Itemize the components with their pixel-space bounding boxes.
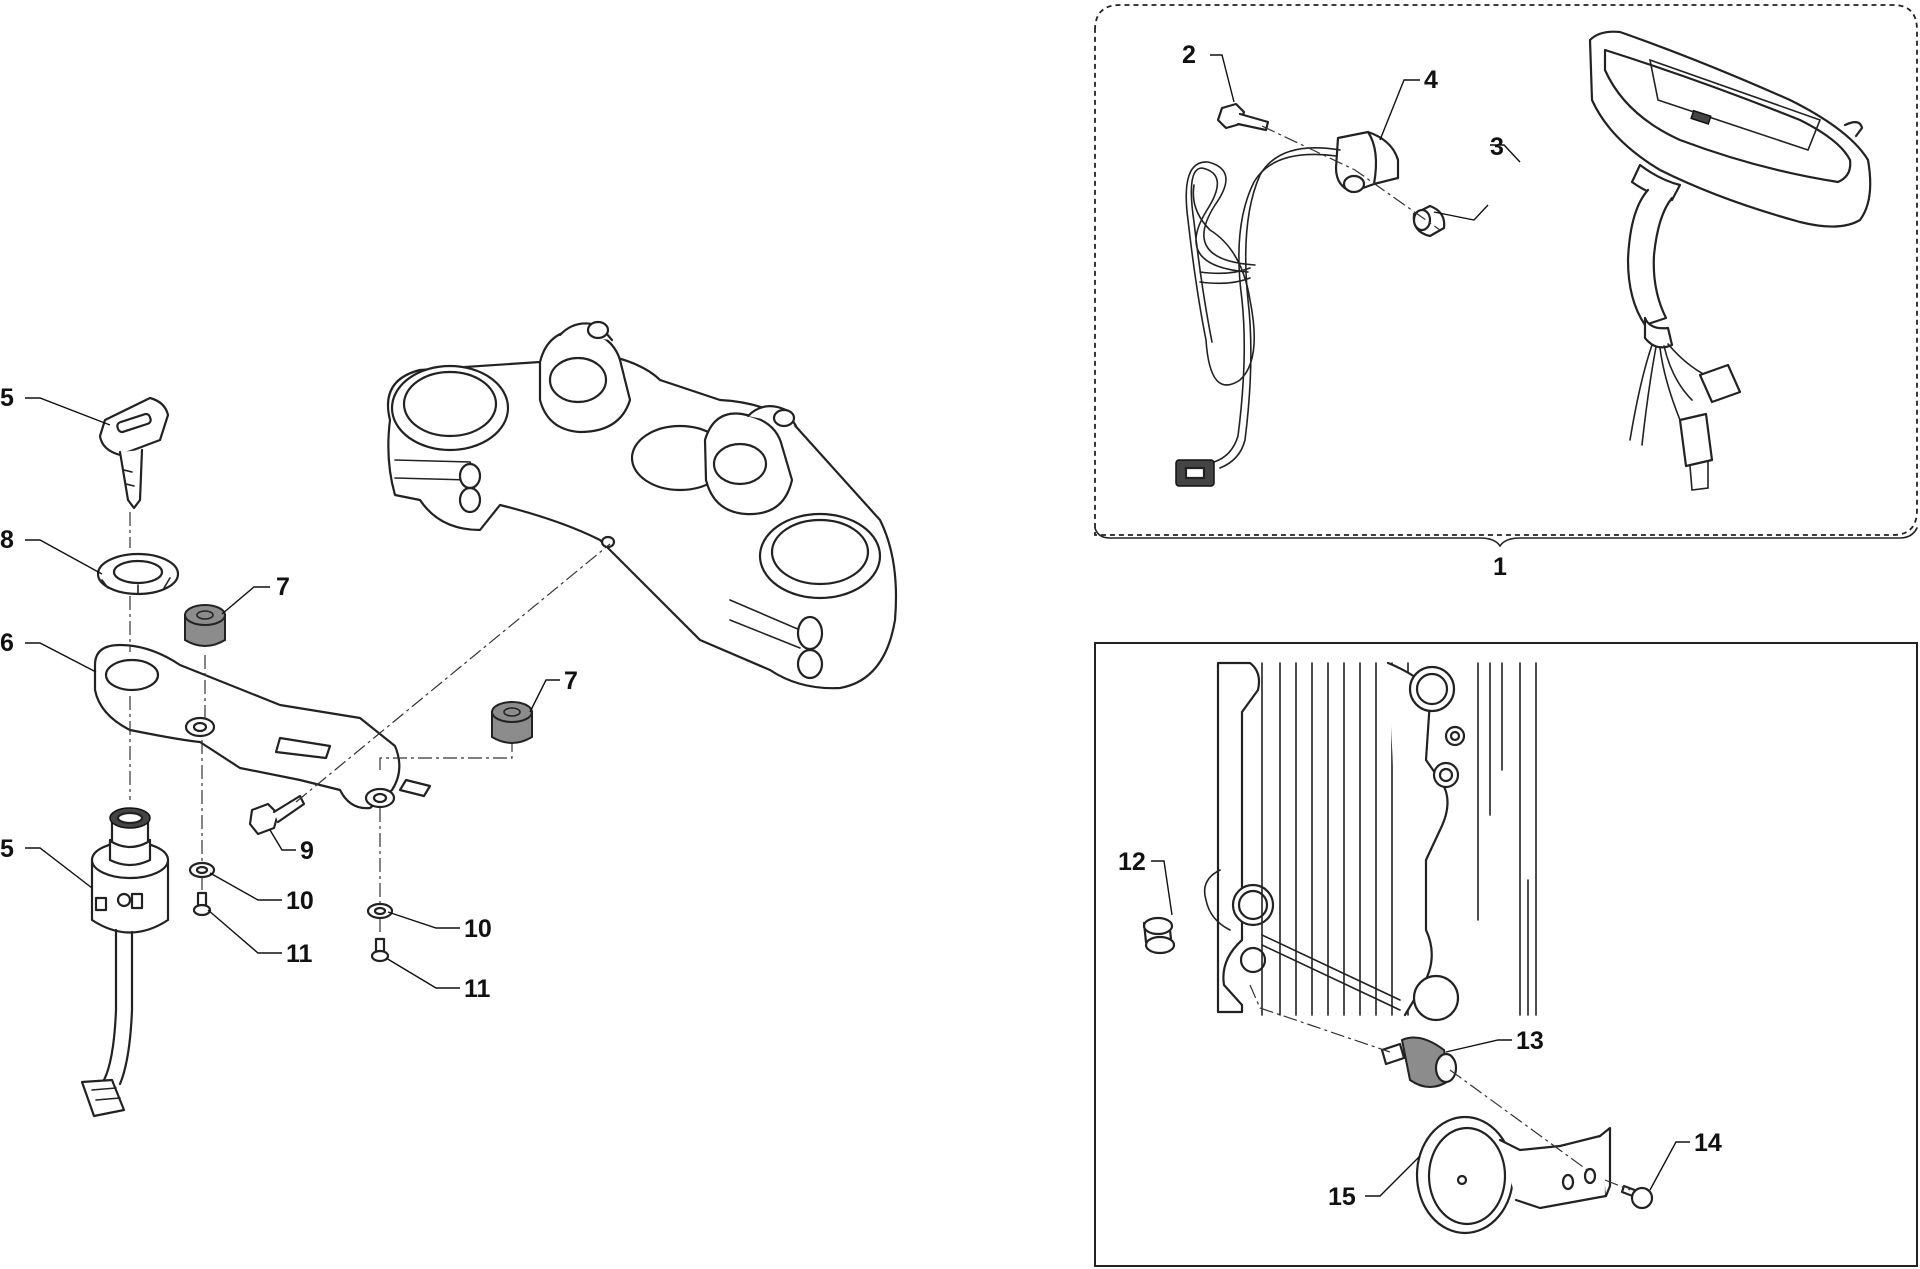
screw-left-part — [192, 891, 212, 917]
radiator-part — [1203, 661, 1537, 1022]
callout-5-switch: 5 — [0, 835, 14, 863]
callout-11-left: 11 — [286, 940, 313, 968]
washer-right-part — [366, 902, 394, 920]
callout-9: 9 — [300, 837, 314, 865]
callout-leaders — [25, 54, 1690, 1197]
horn-detail-panel — [1094, 642, 1918, 1267]
callout-1: 1 — [1493, 553, 1507, 581]
callout-11-right: 11 — [464, 975, 491, 1003]
speed-sensor-part — [1175, 130, 1400, 487]
callout-4: 4 — [1424, 66, 1438, 94]
kit-group-panel — [1094, 4, 1918, 548]
sensor-bolt-part — [1216, 102, 1270, 132]
callout-13: 13 — [1516, 1027, 1544, 1055]
callout-labels: 1 2 3 4 5 5 6 7 7 8 9 10 10 11 11 12 13 … — [0, 41, 1722, 1211]
sensor-spacer-part — [1412, 204, 1446, 238]
horn-part — [1415, 1115, 1612, 1235]
mounting-plate-part — [93, 643, 432, 810]
kit-bracket — [1094, 527, 1918, 548]
upper-triple-clamp-part — [386, 320, 898, 690]
screw-right-part — [370, 937, 390, 963]
callout-7-lower: 7 — [564, 667, 578, 695]
callout-8: 8 — [0, 526, 14, 554]
rubber-grommet-lower-part — [491, 701, 533, 744]
horn-spacer-part — [1142, 916, 1176, 955]
lock-ring-nut-part — [96, 552, 180, 596]
horn-screw-part — [1620, 1184, 1654, 1210]
callout-7-upper: 7 — [276, 573, 290, 601]
rubber-grommet-upper-part — [184, 604, 226, 647]
ignition-key-part — [98, 396, 170, 510]
callout-15: 15 — [1328, 1183, 1356, 1211]
washer-left-part — [188, 861, 216, 879]
callout-3: 3 — [1490, 133, 1504, 161]
instrument-cluster-part — [1588, 30, 1872, 491]
callout-12: 12 — [1118, 848, 1146, 876]
callout-10-left: 10 — [286, 887, 314, 915]
callout-2: 2 — [1182, 41, 1196, 69]
callout-14: 14 — [1694, 1129, 1722, 1157]
horn-silent-block-part — [1380, 1036, 1458, 1088]
ignition-switch-part — [80, 807, 170, 1118]
plate-bolt-part — [248, 794, 306, 836]
callout-10-right: 10 — [464, 915, 492, 943]
callout-6: 6 — [0, 629, 14, 657]
callout-5-key: 5 — [0, 384, 14, 412]
